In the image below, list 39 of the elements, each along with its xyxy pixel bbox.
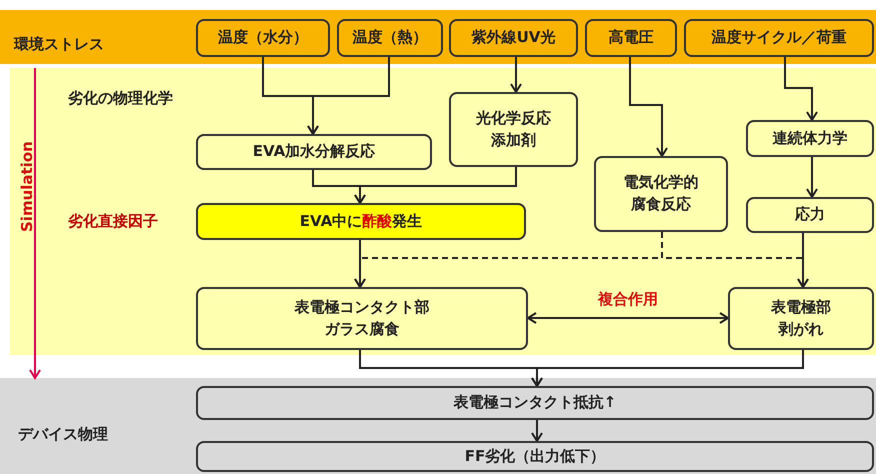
box-text: 高電圧 <box>608 27 654 48</box>
process-box <box>449 92 578 167</box>
process-box <box>684 19 874 57</box>
box-text: 表電極部剥がれ <box>770 296 832 340</box>
process-box <box>337 19 443 57</box>
process-box <box>196 287 528 350</box>
section-band <box>0 10 876 64</box>
section-band <box>0 378 876 474</box>
process-box <box>594 156 728 232</box>
box-text: 表電極コンタクト抵抗↑ <box>454 392 616 414</box>
box-text: 連続体力学 <box>772 128 848 149</box>
row-label: 劣化直接因子 <box>68 212 158 231</box>
box-text: 温度（水分） <box>218 27 308 48</box>
process-box <box>196 386 874 420</box>
box-text: 添加剤 <box>491 130 536 150</box>
box-text: 温度サイクル／荷重 <box>712 27 846 48</box>
section-title: デバイス物理 <box>18 424 108 445</box>
section-band <box>10 68 876 355</box>
box-text: 紫外線UV光 <box>472 27 556 48</box>
box-text: 表電極コンタクト部ガラス腐食 <box>294 296 430 340</box>
process-box <box>196 203 526 240</box>
process-box <box>449 19 578 57</box>
process-box <box>196 19 330 57</box>
process-box <box>196 441 874 472</box>
box-text: 温度（熱） <box>352 27 428 48</box>
box-text: 光化学反応 <box>476 108 551 129</box>
box-text: EVA加水分解反応 <box>252 141 376 162</box>
process-box <box>746 197 874 233</box>
process-box <box>196 134 432 170</box>
vertical-label: Simulation <box>18 141 36 232</box>
box-text: FF劣化（出力低下） <box>464 446 606 467</box>
process-box <box>585 19 677 57</box>
box-text: 応力 <box>795 204 825 226</box>
section-title: 劣化の物理化学 <box>68 88 173 109</box>
process-box <box>728 287 874 350</box>
section-title: 環境ストレス <box>14 34 104 55</box>
box-text: EVA中に酢酸発生 <box>300 210 422 232</box>
process-box <box>746 120 874 157</box>
box-text: 電気化学的腐食反応 <box>622 172 700 215</box>
